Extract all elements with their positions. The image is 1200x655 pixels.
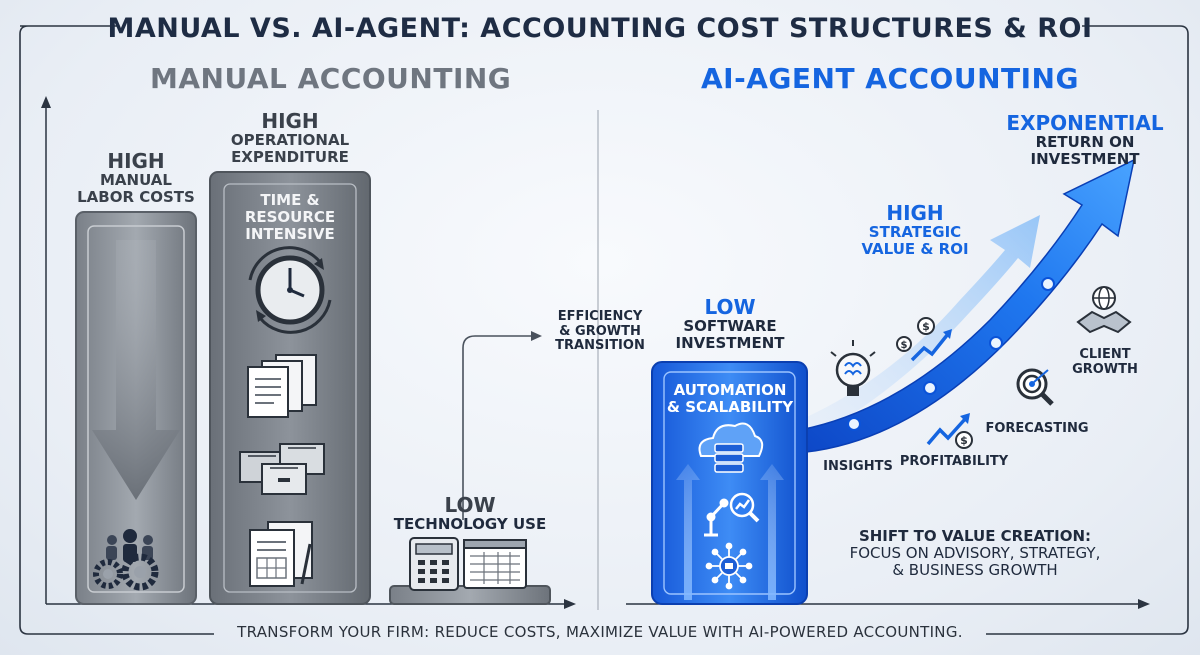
technology-label: LOW TECHNOLOGY USE — [380, 494, 560, 533]
ai-heading: AI-AGENT ACCOUNTING — [701, 62, 1079, 95]
opex-line2: EXPENDITURE — [231, 148, 349, 167]
software-line2: INVESTMENT — [675, 334, 785, 353]
opex-inner-label: TIME & RESOURCE INTENSIVE — [220, 192, 360, 242]
tech-level: LOW — [444, 493, 496, 517]
opex-label: HIGH OPERATIONAL EXPENDITURE — [200, 110, 380, 166]
down-arrow-icon — [92, 240, 180, 500]
labor-cost-bar — [75, 211, 197, 605]
milestone-forecasting: FORECASTING — [985, 421, 1089, 436]
transition-line2: & GROWTH — [559, 323, 641, 339]
software-bar — [651, 361, 808, 605]
opex-inner2: RESOURCE — [244, 207, 336, 226]
ghost-arrow — [800, 215, 1040, 440]
milestone-dots — [847, 277, 1055, 431]
software-inner-label: AUTOMATION & SCALABILITY — [660, 382, 800, 416]
page-title: MANUAL VS. AI-AGENT: ACCOUNTING COST STR… — [107, 13, 1093, 44]
calculator-icon — [409, 537, 459, 591]
team-gear-icon — [93, 529, 159, 591]
strategic-line1: STRATEGIC — [868, 223, 962, 242]
dollar-growth-icon: $ $ — [896, 317, 952, 362]
footer-tagline: TRANSFORM YOUR FIRM: REDUCE COSTS, MAXIM… — [237, 623, 963, 641]
brain-bulb-icon — [830, 340, 876, 396]
strategic-level: HIGH — [886, 201, 944, 225]
shift-line2: FOCUS ON ADVISORY, STRATEGY, — [849, 543, 1101, 562]
labor-line2: LABOR COSTS — [77, 188, 195, 207]
up-arrow-icon — [676, 464, 700, 600]
tech-text: TECHNOLOGY USE — [393, 515, 547, 534]
software-label: LOW SOFTWARE INVESTMENT — [650, 296, 810, 352]
outer-frame — [19, 25, 1189, 635]
network-hub-icon — [705, 542, 753, 590]
software-inner1: AUTOMATION — [673, 381, 787, 399]
shift-text: SHIFT TO VALUE CREATION: FOCUS ON ADVISO… — [830, 528, 1120, 578]
milestone-growth: GROWTH — [1072, 361, 1138, 377]
opex-level: HIGH — [261, 109, 319, 133]
clock-icon — [248, 246, 332, 334]
spreadsheet-papers-icon — [249, 521, 313, 587]
opex-inner1: TIME & — [260, 191, 320, 209]
strategic-line2: VALUE & ROI — [861, 240, 969, 259]
cloud-server-icon — [698, 422, 764, 473]
milestone-client-growth: CLIENT GROWTH — [1060, 347, 1150, 377]
documents-icon — [247, 354, 317, 418]
software-inner2: & SCALABILITY — [666, 397, 794, 416]
manual-heading: MANUAL ACCOUNTING — [150, 62, 512, 95]
transition-connector — [462, 331, 542, 520]
profit-trend-icon: $ — [926, 413, 973, 449]
roi-level: EXPONENTIAL — [1006, 111, 1164, 135]
roi-label: EXPONENTIAL RETURN ON INVESTMENT — [990, 112, 1180, 168]
robot-arm-icon — [704, 498, 729, 537]
svg-text:$: $ — [960, 434, 968, 447]
shift-line3: & BUSINESS GROWTH — [892, 560, 1058, 579]
shift-line1: SHIFT TO VALUE CREATION: — [858, 527, 1092, 545]
roi-line2: INVESTMENT — [1030, 150, 1140, 169]
strategic-label: HIGH STRATEGIC VALUE & ROI — [830, 202, 1000, 258]
analytics-magnifier-icon — [729, 492, 760, 523]
software-level: LOW — [704, 295, 756, 319]
opex-line1: OPERATIONAL — [230, 131, 350, 150]
transition-line3: TRANSITION — [555, 338, 645, 354]
spreadsheet-window-icon — [463, 539, 527, 589]
transition-line1: EFFICIENCY — [557, 309, 643, 324]
software-line1: SOFTWARE — [683, 317, 777, 336]
labor-level: HIGH — [107, 149, 165, 173]
svg-text:$: $ — [901, 340, 908, 351]
milestone-client: CLIENT — [1079, 347, 1131, 362]
globe-handshake-icon — [1076, 286, 1132, 334]
labor-line1: MANUAL — [100, 171, 172, 190]
milestone-profitability: PROFITABILITY — [899, 454, 1009, 469]
labor-cost-label: HIGH MANUAL LABOR COSTS — [66, 150, 206, 206]
milestone-insights: INSIGHTS — [823, 459, 893, 474]
transition-label: EFFICIENCY & GROWTH TRANSITION — [540, 309, 660, 354]
svg-text:$: $ — [922, 320, 930, 333]
target-magnifier-icon — [1016, 368, 1054, 406]
up-arrow-icon — [760, 464, 784, 600]
roi-line1: RETURN ON — [1035, 133, 1135, 152]
growth-arrow — [799, 158, 1136, 453]
file-drawers-icon — [239, 443, 325, 495]
opex-inner3: INTENSIVE — [245, 224, 335, 243]
